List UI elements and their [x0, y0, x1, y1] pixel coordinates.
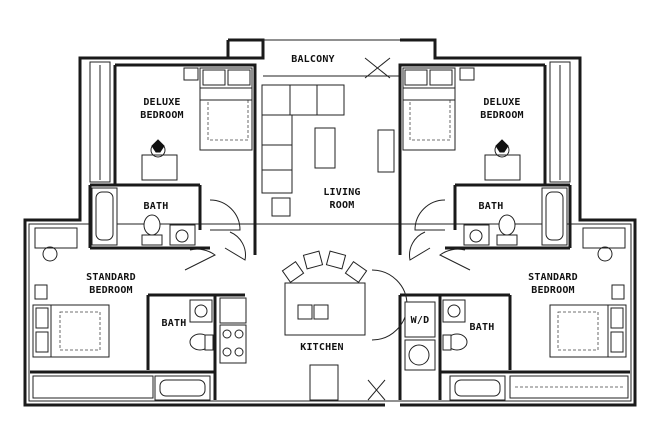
bath-bottom-right-fixtures	[442, 299, 506, 401]
label-bath-top-left: BATH	[144, 201, 169, 212]
label-standard-bedroom-right: STANDARD	[528, 272, 578, 283]
label-living-room-2: ROOM	[330, 200, 355, 211]
label-washer-dryer: W/D	[411, 315, 430, 326]
balcony	[263, 39, 400, 79]
label-standard-bedroom-left: STANDARD	[86, 272, 136, 283]
label-bath-bottom-left: BATH	[162, 318, 187, 329]
label-deluxe-bedroom-right: DELUXE	[483, 97, 520, 108]
closet-standard-left	[32, 375, 154, 399]
label-bath-top-right: BATH	[479, 201, 504, 212]
nightstand	[611, 284, 625, 300]
desk-standard-left	[34, 227, 78, 262]
label-deluxe-bedroom-left: DELUXE	[143, 97, 180, 108]
closet-standard-right	[509, 375, 629, 399]
desk-chair-left	[141, 139, 178, 181]
bed-deluxe-right	[402, 67, 456, 151]
desk-chair-right	[484, 139, 521, 181]
stove	[219, 324, 247, 364]
label-balcony: BALCONY	[291, 54, 335, 65]
refrigerator	[309, 364, 339, 401]
bed-standard-right	[549, 304, 627, 358]
counter	[219, 297, 247, 324]
nightstand	[459, 67, 475, 81]
label-kitchen: KITCHEN	[300, 342, 344, 353]
sofa-sectional	[261, 84, 345, 194]
bath-bottom-left-fixtures	[154, 299, 214, 401]
label-standard-bedroom-right-2: BEDROOM	[531, 285, 575, 296]
tv-console	[377, 129, 395, 173]
bath-top-left-fixtures	[91, 187, 196, 246]
washer-dryer	[404, 301, 436, 371]
bar-stools	[281, 250, 368, 284]
desk-standard-right	[582, 227, 626, 262]
bed-deluxe-left	[199, 67, 253, 151]
label-bath-bottom-right: BATH	[470, 322, 495, 333]
label-deluxe-bedroom-right-2: BEDROOM	[480, 110, 524, 121]
bath-top-right-fixtures	[463, 187, 568, 246]
interior-walls	[30, 63, 630, 400]
coffee-table	[314, 127, 336, 169]
label-deluxe-bedroom-left-2: BEDROOM	[140, 110, 184, 121]
label-living-room: LIVING	[323, 187, 360, 198]
ottoman	[271, 197, 291, 217]
label-standard-bedroom-left-2: BEDROOM	[89, 285, 133, 296]
exterior-walls	[23, 38, 637, 407]
nightstand	[183, 67, 199, 81]
bed-standard-left	[32, 304, 110, 358]
kitchen-island	[284, 282, 366, 336]
nightstand	[34, 284, 48, 300]
